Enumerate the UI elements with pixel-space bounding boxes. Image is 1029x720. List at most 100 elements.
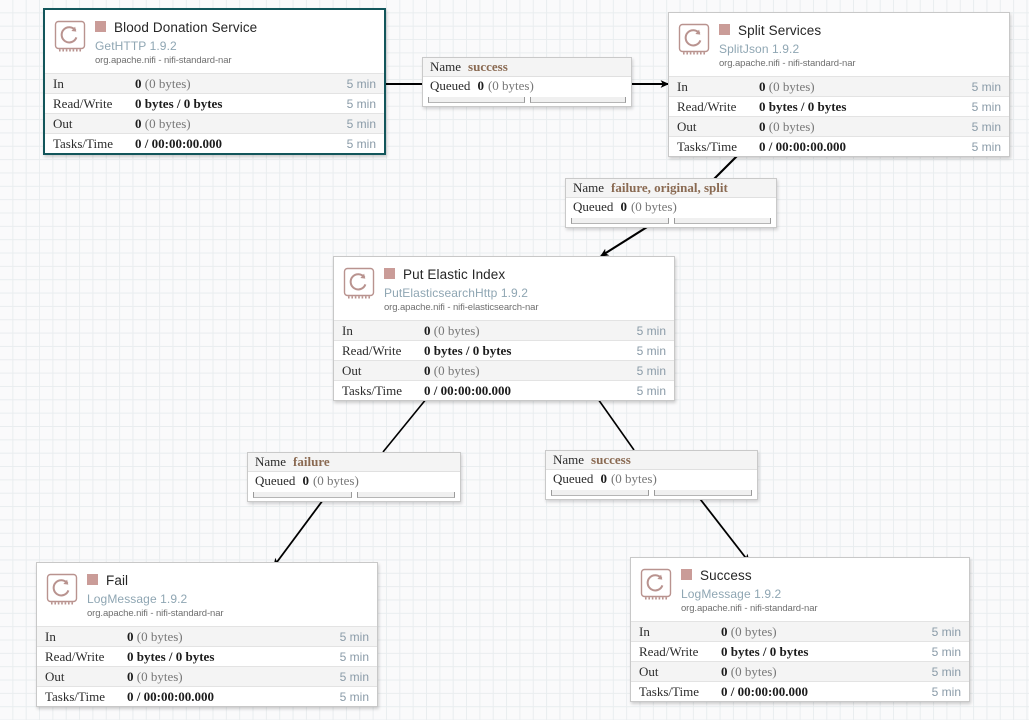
connection-queued-bytes: (0 bytes) bbox=[487, 78, 534, 93]
connection-queued-row: Queued 0 (0 bytes) bbox=[566, 198, 776, 216]
processor-success[interactable]: Success LogMessage 1.9.2 org.apache.nifi… bbox=[630, 557, 970, 702]
stat-row: In 0 (0 bytes) 5 min bbox=[37, 626, 377, 646]
queue-size-gauge bbox=[356, 492, 455, 498]
connection-name-label: Name bbox=[255, 454, 287, 469]
connection-success-blood-to-split[interactable]: Name success Queued 0 (0 bytes) bbox=[422, 57, 632, 107]
status-indicator-stopped bbox=[719, 23, 730, 35]
stat-time-read-write: 5 min bbox=[346, 96, 376, 111]
processor-icon bbox=[640, 568, 672, 600]
connection-failure-original-split[interactable]: Name failure, original, split Queued 0 (… bbox=[565, 178, 777, 228]
queue-size-gauge bbox=[654, 490, 752, 496]
stat-label-out: Out bbox=[45, 668, 65, 684]
processor-name: Split Services bbox=[738, 23, 822, 38]
processor-header: Success LogMessage 1.9.2 org.apache.nifi… bbox=[631, 558, 969, 621]
stat-time-out: 5 min bbox=[931, 664, 961, 679]
processor-put-elastic-index[interactable]: Put Elastic Index PutElasticsearchHttp 1… bbox=[333, 256, 675, 401]
processor-bundle: org.apache.nifi - nifi-standard-nar bbox=[87, 608, 224, 619]
stat-label-in: In bbox=[45, 628, 56, 644]
stat-time-tasks: 5 min bbox=[339, 689, 369, 704]
processor-type: GetHTTP 1.9.2 bbox=[95, 39, 177, 53]
queue-count-gauge bbox=[551, 490, 649, 496]
stat-time-tasks: 5 min bbox=[971, 139, 1001, 154]
processor-name: Fail bbox=[106, 573, 129, 588]
processor-fail[interactable]: Fail LogMessage 1.9.2 org.apache.nifi - … bbox=[36, 562, 378, 707]
stat-label-tasks-time: Tasks/Time bbox=[53, 135, 114, 151]
connection-queued-label: Queued bbox=[573, 199, 614, 214]
connection-success-elastic-to-success[interactable]: Name success Queued 0 (0 bytes) bbox=[545, 450, 758, 500]
stat-label-tasks-time: Tasks/Time bbox=[677, 138, 738, 154]
stat-row: Tasks/Time 0 / 00:00:00.000 5 min bbox=[669, 136, 1009, 156]
processor-name: Blood Donation Service bbox=[114, 20, 258, 35]
processor-bundle: org.apache.nifi - nifi-elasticsearch-nar bbox=[384, 302, 539, 313]
stat-row: In 0 (0 bytes) 5 min bbox=[45, 73, 384, 93]
stat-value-read-write: 0 bytes / 0 bytes bbox=[721, 643, 809, 659]
stat-value-read-write: 0 bytes / 0 bytes bbox=[127, 648, 215, 664]
queue-count-gauge bbox=[571, 218, 669, 224]
stat-time-out: 5 min bbox=[346, 116, 376, 131]
status-indicator-stopped bbox=[87, 573, 98, 585]
stat-row: In 0 (0 bytes) 5 min bbox=[631, 621, 969, 641]
line-failure-to-fail bbox=[273, 495, 327, 567]
stat-time-in: 5 min bbox=[636, 323, 666, 338]
processor-name: Put Elastic Index bbox=[403, 267, 506, 282]
stat-value-read-write: 0 bytes / 0 bytes bbox=[135, 95, 223, 111]
queue-count-gauge bbox=[428, 97, 525, 103]
stat-row: Read/Write 0 bytes / 0 bytes 5 min bbox=[334, 340, 674, 360]
connection-queued-count: 0 bbox=[302, 473, 309, 488]
connection-relationship: success bbox=[591, 452, 631, 467]
stat-label-out: Out bbox=[53, 115, 73, 131]
connection-queued-label: Queued bbox=[553, 471, 594, 486]
stat-time-tasks: 5 min bbox=[636, 383, 666, 398]
stat-row: Out 0 (0 bytes) 5 min bbox=[45, 113, 384, 133]
stat-row: Out 0 (0 bytes) 5 min bbox=[334, 360, 674, 380]
stat-value-out: 0 (0 bytes) bbox=[135, 115, 191, 131]
connection-gauges bbox=[566, 216, 776, 227]
stat-value-out: 0 (0 bytes) bbox=[759, 118, 815, 134]
connection-queued-label: Queued bbox=[430, 78, 471, 93]
stat-value-tasks-time: 0 / 00:00:00.000 bbox=[759, 138, 847, 154]
processor-type: SplitJson 1.9.2 bbox=[719, 42, 800, 56]
processor-icon bbox=[343, 267, 375, 299]
stat-time-read-write: 5 min bbox=[636, 343, 666, 358]
connection-queued-count: 0 bbox=[620, 199, 627, 214]
stat-row: Tasks/Time 0 / 00:00:00.000 5 min bbox=[334, 380, 674, 400]
status-indicator-stopped bbox=[95, 20, 106, 32]
stat-value-tasks-time: 0 / 00:00:00.000 bbox=[721, 683, 809, 699]
stat-label-read-write: Read/Write bbox=[53, 95, 113, 111]
processor-type: PutElasticsearchHttp 1.9.2 bbox=[384, 286, 529, 300]
connection-name-row: Name failure bbox=[248, 453, 460, 472]
processor-split-services[interactable]: Split Services SplitJson 1.9.2 org.apach… bbox=[668, 12, 1010, 157]
stat-row: Out 0 (0 bytes) 5 min bbox=[631, 661, 969, 681]
stat-value-read-write: 0 bytes / 0 bytes bbox=[424, 342, 512, 358]
stat-time-read-write: 5 min bbox=[931, 644, 961, 659]
stat-label-read-write: Read/Write bbox=[342, 342, 402, 358]
stat-label-out: Out bbox=[342, 362, 362, 378]
stat-label-in: In bbox=[639, 623, 650, 639]
connection-failure-elastic-to-fail[interactable]: Name failure Queued 0 (0 bytes) bbox=[247, 452, 461, 502]
processor-type: LogMessage 1.9.2 bbox=[87, 592, 188, 606]
queue-size-gauge bbox=[673, 218, 771, 224]
connection-queued-bytes: (0 bytes) bbox=[630, 199, 677, 214]
connection-relationship: failure bbox=[293, 454, 330, 469]
stat-value-in: 0 (0 bytes) bbox=[721, 623, 777, 639]
connection-relationship: success bbox=[468, 59, 508, 74]
stat-label-read-write: Read/Write bbox=[677, 98, 737, 114]
stat-label-tasks-time: Tasks/Time bbox=[342, 382, 403, 398]
connection-name-row: Name success bbox=[546, 451, 757, 470]
stat-value-out: 0 (0 bytes) bbox=[424, 362, 480, 378]
stat-value-read-write: 0 bytes / 0 bytes bbox=[759, 98, 847, 114]
stat-row: Tasks/Time 0 / 00:00:00.000 5 min bbox=[631, 681, 969, 701]
status-indicator-stopped bbox=[384, 267, 395, 279]
connection-queued-row: Queued 0 (0 bytes) bbox=[248, 472, 460, 490]
stat-time-read-write: 5 min bbox=[971, 99, 1001, 114]
stat-label-out: Out bbox=[639, 663, 659, 679]
processor-blood-donation-service[interactable]: Blood Donation Service GetHTTP 1.9.2 org… bbox=[43, 8, 386, 155]
stat-time-tasks: 5 min bbox=[931, 684, 961, 699]
stat-row: Read/Write 0 bytes / 0 bytes 5 min bbox=[45, 93, 384, 113]
processor-bundle: org.apache.nifi - nifi-standard-nar bbox=[681, 603, 818, 614]
stat-row: Tasks/Time 0 / 00:00:00.000 5 min bbox=[45, 133, 384, 153]
connection-queued-row: Queued 0 (0 bytes) bbox=[423, 77, 631, 95]
connection-queued-label: Queued bbox=[255, 473, 296, 488]
connection-name-row: Name success bbox=[423, 58, 631, 77]
